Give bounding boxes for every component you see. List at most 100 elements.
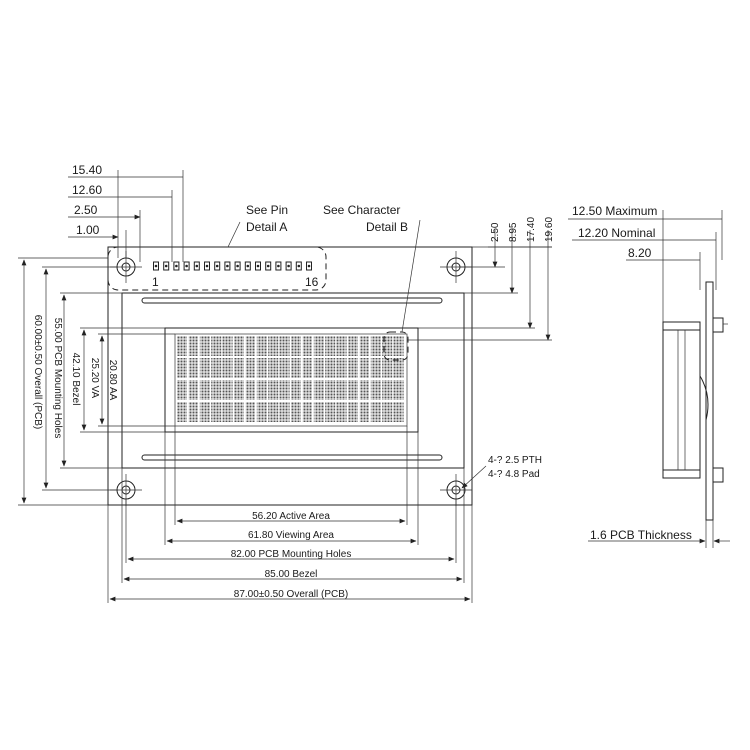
character-cell bbox=[256, 380, 267, 400]
character-cell bbox=[370, 336, 381, 356]
character-cell bbox=[268, 380, 279, 400]
character-cell bbox=[336, 402, 347, 422]
character-cell bbox=[348, 402, 358, 422]
pin bbox=[285, 261, 292, 271]
character-cell bbox=[177, 336, 187, 356]
character-cell bbox=[211, 336, 222, 356]
character-cell bbox=[234, 358, 244, 378]
character-cell bbox=[256, 358, 267, 378]
character-cell bbox=[325, 358, 336, 378]
character-cell bbox=[279, 336, 290, 356]
character-cell bbox=[291, 380, 301, 400]
dim-2-50-top: 2.50 bbox=[74, 203, 98, 217]
character-cell bbox=[313, 380, 324, 400]
pin bbox=[275, 261, 282, 271]
pin bbox=[153, 261, 159, 271]
character-cell bbox=[325, 336, 336, 356]
dim-aa-height: 20.80 AA bbox=[107, 360, 118, 401]
character-cell bbox=[359, 402, 370, 422]
character-cell bbox=[370, 402, 381, 422]
dim-2-50-right: 2.50 bbox=[490, 222, 501, 242]
character-cell bbox=[177, 380, 187, 400]
character-cell bbox=[382, 402, 393, 422]
pin bbox=[255, 261, 261, 271]
character-cell bbox=[359, 336, 370, 356]
pin bbox=[214, 261, 221, 271]
pin-first-label: 1 bbox=[152, 275, 159, 289]
side-nominal-label: 12.20 Nominal bbox=[578, 226, 655, 240]
character-cell bbox=[222, 402, 233, 422]
side-pin-header bbox=[712, 317, 724, 333]
character-cell bbox=[245, 402, 256, 422]
pin bbox=[193, 261, 200, 271]
hole-notes: 4-? 2.5 PTH 4-? 4.8 Pad bbox=[461, 455, 542, 489]
character-cell bbox=[313, 402, 324, 422]
active-area-frame bbox=[174, 333, 408, 427]
hole-note-pad: 4-? 4.8 Pad bbox=[488, 469, 540, 480]
dim-12-60: 12.60 bbox=[72, 183, 102, 197]
character-cell bbox=[199, 402, 210, 422]
character-cell bbox=[348, 336, 358, 356]
character-cell bbox=[256, 402, 267, 422]
char-detail-label-2: Detail B bbox=[366, 220, 408, 234]
pin-last-label: 16 bbox=[305, 275, 319, 289]
pin bbox=[183, 261, 190, 271]
pin bbox=[306, 261, 312, 271]
dim-mounting-height: 55.00 PCB Mounting Holes bbox=[52, 318, 63, 439]
side-bezel-top bbox=[662, 321, 701, 331]
character-cell bbox=[268, 402, 279, 422]
pin bbox=[224, 261, 231, 271]
dim-active-width: 56.20 Active Area bbox=[252, 511, 330, 522]
dim-bezel-height: 42.10 Bezel bbox=[70, 353, 81, 406]
character-cell bbox=[393, 358, 404, 378]
side-view: 12.50 Maximum 12.20 Nominal 8.20 1.6 PCB… bbox=[568, 204, 730, 548]
bezel-outline bbox=[121, 292, 465, 469]
front-view: 1 16 bbox=[107, 246, 473, 506]
side-max-label: 12.50 Maximum bbox=[572, 204, 657, 218]
character-cell bbox=[393, 336, 404, 356]
pin bbox=[244, 261, 251, 271]
bottom-dimensions: 56.20 Active Area 61.80 Viewing Area 82.… bbox=[107, 426, 473, 603]
side-body bbox=[662, 321, 701, 479]
character-cell bbox=[199, 336, 210, 356]
character-cell bbox=[188, 380, 199, 400]
character-cell bbox=[279, 358, 290, 378]
bezel-slot-top bbox=[141, 297, 443, 304]
character-cell bbox=[234, 336, 244, 356]
character-cell bbox=[291, 358, 301, 378]
character-cell bbox=[177, 358, 187, 378]
viewing-area bbox=[164, 327, 419, 433]
dim-overall-width: 87.00±0.50 Overall (PCB) bbox=[234, 589, 348, 600]
character-cell bbox=[393, 380, 404, 400]
character-cell bbox=[188, 336, 199, 356]
dim-17-40: 17.40 bbox=[526, 217, 537, 242]
side-bezel-bottom bbox=[662, 469, 701, 479]
character-grid bbox=[177, 336, 404, 422]
character-cell bbox=[199, 380, 210, 400]
char-detail-dashed-box bbox=[383, 331, 409, 361]
pin bbox=[265, 261, 272, 271]
character-cell bbox=[313, 358, 324, 378]
character-cell bbox=[234, 402, 244, 422]
left-vertical-dimensions: 60.00±0.50 Overall (PCB) 55.00 PCB Mount… bbox=[18, 257, 175, 506]
pin-detail-label-1: See Pin bbox=[246, 203, 288, 217]
pin bbox=[234, 261, 241, 271]
character-cell bbox=[302, 402, 313, 422]
character-cell bbox=[222, 358, 233, 378]
side-pcb-thickness-label: 1.6 PCB Thickness bbox=[590, 528, 692, 542]
dim-1-00: 1.00 bbox=[76, 223, 100, 237]
character-cell bbox=[245, 380, 256, 400]
character-cell bbox=[382, 336, 393, 356]
dim-8-95: 8.95 bbox=[508, 222, 519, 242]
character-cell bbox=[188, 402, 199, 422]
character-cell bbox=[211, 402, 222, 422]
character-cell bbox=[359, 358, 370, 378]
character-cell bbox=[382, 380, 393, 400]
character-cell bbox=[279, 402, 290, 422]
pin bbox=[163, 261, 170, 271]
dim-va-height: 25.20 VA bbox=[89, 358, 100, 399]
character-cell bbox=[245, 336, 256, 356]
character-cell bbox=[313, 336, 324, 356]
character-cell bbox=[256, 336, 267, 356]
